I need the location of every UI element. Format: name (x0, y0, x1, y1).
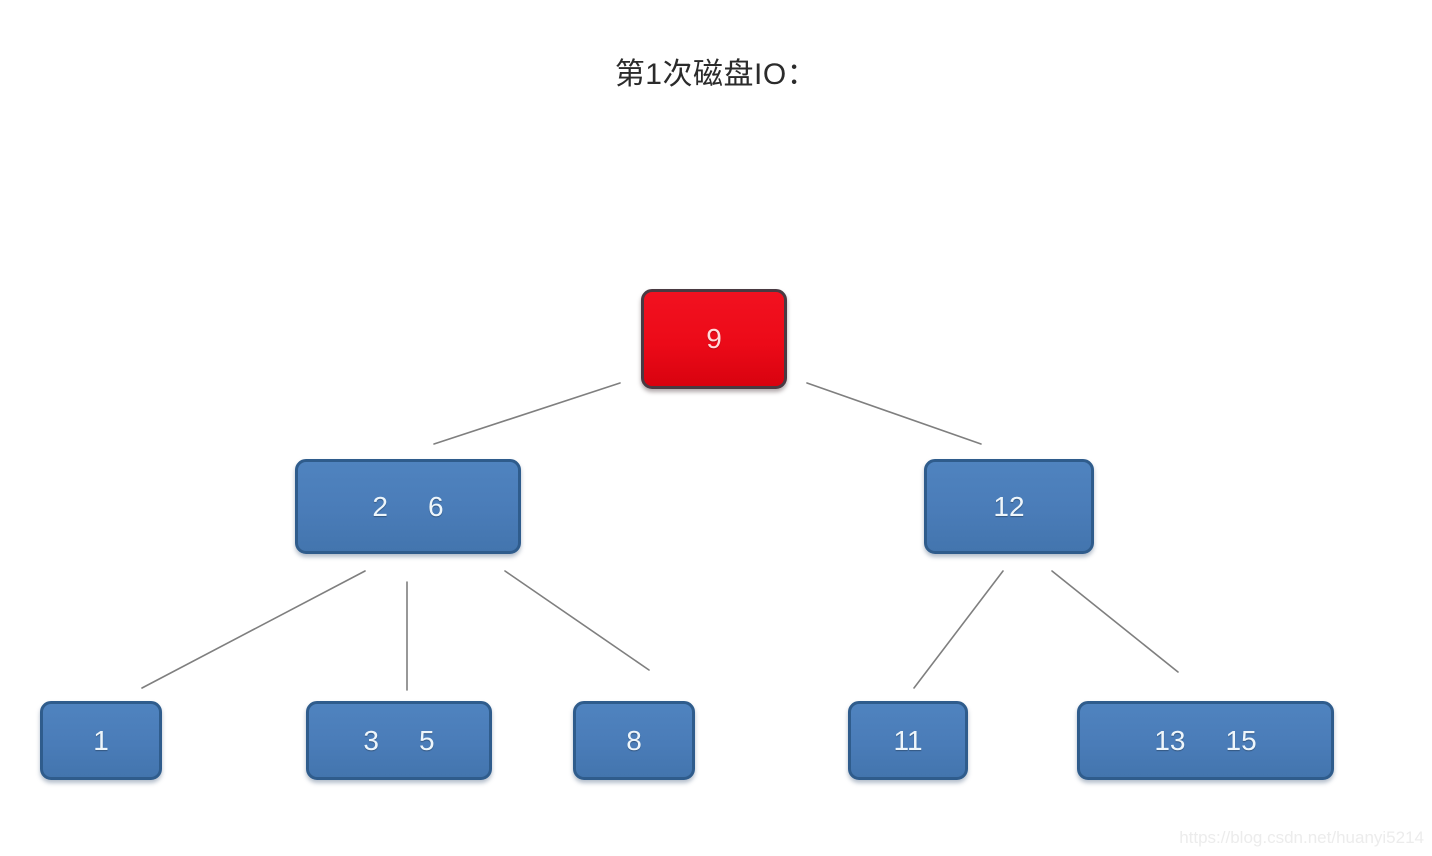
tree-edge (433, 382, 621, 445)
node-key-value: 11 (893, 724, 923, 756)
node-keys: 8 (626, 724, 642, 756)
tree-edge (913, 570, 1004, 689)
tree-edge (141, 570, 366, 689)
node-key-value: 8 (626, 724, 642, 756)
tree-edge (806, 382, 982, 445)
watermark: https://blog.csdn.net/huanyi5214 (1179, 828, 1424, 847)
tree-edge (1051, 570, 1179, 673)
tree-node-n-12[interactable]: 12 (924, 459, 1094, 554)
node-key-value: 5 (419, 724, 435, 756)
page-title: 第1次磁盘IO： (614, 58, 818, 91)
tree-node-root[interactable]: 9 (641, 289, 787, 389)
tree-node-n-13-15[interactable]: 13 15 (1077, 701, 1334, 780)
tree-node-n-1[interactable]: 1 (40, 701, 162, 780)
tree-edge (504, 570, 650, 671)
node-key-value: 2 (372, 490, 388, 522)
node-keys: 13 15 (1154, 724, 1257, 756)
node-keys: 9 (706, 324, 722, 354)
node-keys: 1 (93, 724, 109, 756)
tree-node-n-11[interactable]: 11 (848, 701, 968, 780)
node-key-value: 15 (1225, 724, 1257, 756)
node-key-value: 1 (93, 724, 109, 756)
node-keys: 11 (893, 724, 923, 756)
node-key-value: 3 (363, 724, 379, 756)
tree-node-n-8[interactable]: 8 (573, 701, 695, 780)
node-keys: 12 (993, 490, 1025, 522)
node-key-value: 6 (428, 490, 444, 522)
node-key-value: 9 (706, 323, 722, 354)
node-key-value: 12 (993, 490, 1025, 522)
node-key-value: 13 (1154, 724, 1186, 756)
